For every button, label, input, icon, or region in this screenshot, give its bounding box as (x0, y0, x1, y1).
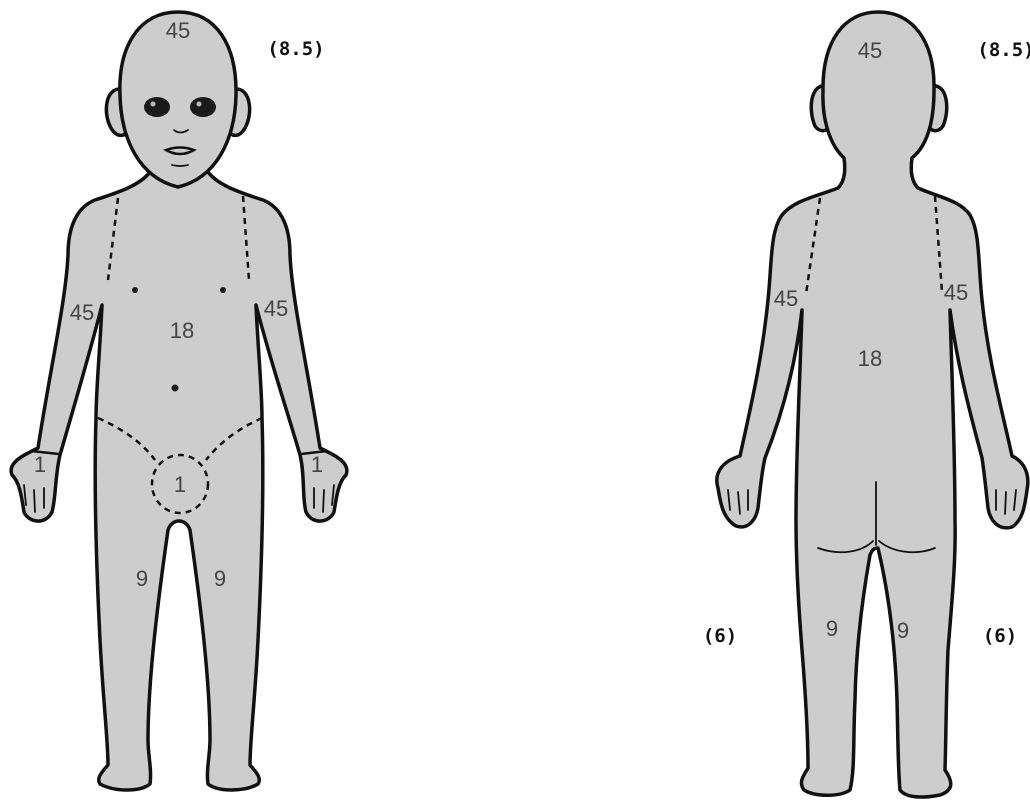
front-left-arm-label: 45 (70, 300, 94, 325)
back-right-leg-note: (6) (983, 625, 1017, 647)
back-head-note: (8.5) (977, 39, 1030, 61)
front-head-note: (8.5) (267, 38, 324, 60)
back-head-label: 45 (858, 38, 882, 63)
chin-line (172, 165, 188, 166)
front-left-nipple (132, 287, 138, 293)
back-left-arm-label: 45 (774, 286, 798, 311)
right-eye-highlight (197, 102, 202, 107)
back-body-silhouette (717, 12, 1028, 797)
front-left-leg-label: 9 (136, 566, 148, 591)
front-genital-label: 1 (174, 472, 186, 497)
back-view-figure: 45 (8.5) 45 45 18 9 9 (6) (6) (703, 12, 1030, 797)
back-left-leg-label: 9 (826, 616, 838, 641)
front-view-figure: 45 (8.5) 45 45 18 1 1 1 9 9 (11, 12, 347, 790)
back-right-leg-label: 9 (897, 618, 909, 643)
front-navel (172, 385, 179, 392)
right-eye (190, 97, 216, 117)
front-head-label: 45 (166, 18, 190, 43)
back-left-leg-note: (6) (703, 625, 737, 647)
back-right-arm-label: 45 (944, 280, 968, 305)
left-eye-highlight (151, 102, 156, 107)
front-left-hand-label: 1 (34, 452, 46, 477)
front-right-hand-label: 1 (311, 452, 323, 477)
front-right-leg-label: 9 (214, 566, 226, 591)
back-trunk-label: 18 (858, 346, 882, 371)
front-trunk-label: 18 (170, 318, 194, 343)
left-eye (144, 97, 170, 117)
front-right-nipple (220, 287, 226, 293)
front-right-arm-label: 45 (264, 296, 288, 321)
